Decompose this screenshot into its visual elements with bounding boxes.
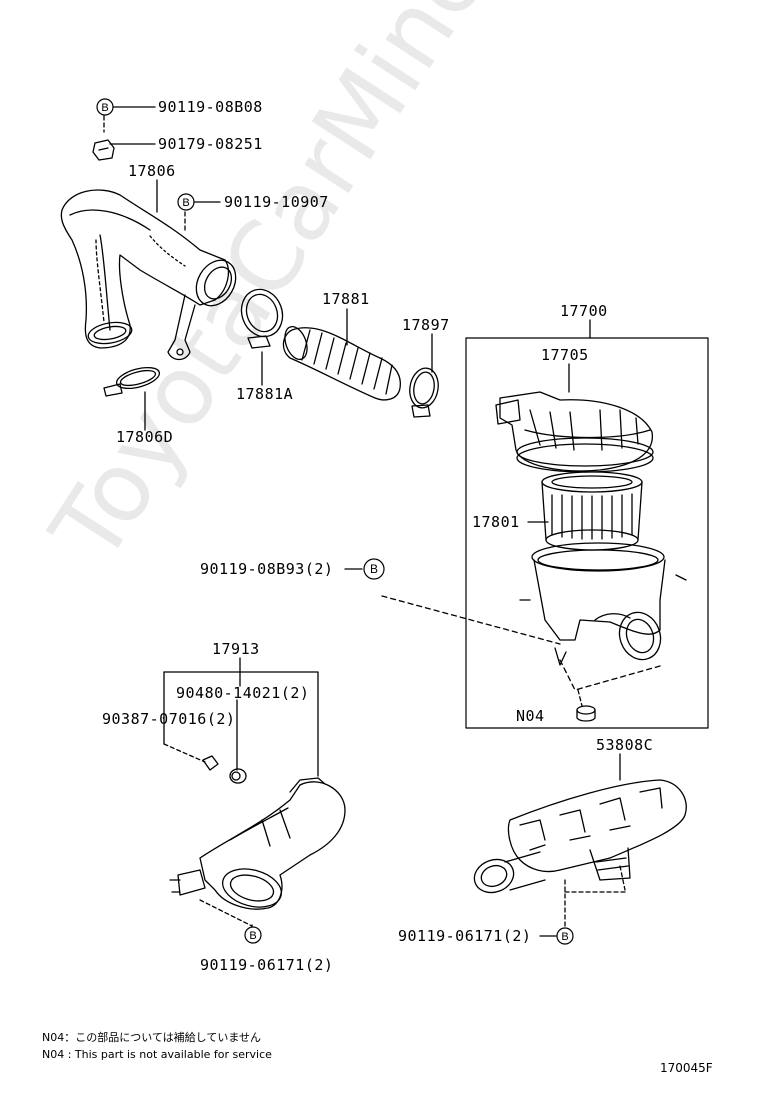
part-label-17897: 17897: [402, 316, 450, 334]
bolt-marker-b-1: B: [96, 98, 114, 116]
svg-text:B: B: [101, 102, 108, 114]
part-label-90119-08b08: 90119-08B08: [158, 98, 263, 116]
part-label-17881: 17881: [322, 290, 370, 308]
part-label-90119-08b93: 90119-08B93(2): [200, 560, 334, 578]
part-label-90119-06171-right: 90119-06171(2): [398, 927, 532, 945]
clamp-17897: [409, 367, 439, 418]
air-cleaner-cap-17705: [495, 391, 654, 473]
part-label-17801: 17801: [472, 513, 520, 531]
grommet-90480-14021: [229, 768, 247, 784]
bolt-marker-b-2: B: [177, 193, 195, 211]
part-label-n04: N04: [516, 707, 545, 725]
air-cleaner-case: [519, 542, 687, 666]
part-label-90179-08251: 90179-08251: [158, 135, 263, 153]
bolt-marker-b-5: B: [556, 927, 574, 945]
part-label-53808c: 53808C: [596, 736, 654, 754]
svg-text:B: B: [249, 930, 256, 942]
note-japanese: N04：この部品については補給していません: [42, 1031, 262, 1044]
part-label-17913: 17913: [212, 640, 260, 658]
part-label-90119-10907: 90119-10907: [224, 193, 329, 211]
nut-90179-08251: [92, 139, 115, 161]
grommet-N04: [576, 705, 596, 722]
part-label-17705: 17705: [541, 346, 589, 364]
clip-90387-07016: [202, 755, 219, 771]
bolt-marker-b-3: B: [363, 558, 385, 580]
part-label-17806d: 17806D: [116, 428, 174, 446]
svg-text:B: B: [182, 197, 189, 209]
part-label-17700: 17700: [560, 302, 608, 320]
part-label-90387-07016: 90387-07016(2): [102, 710, 236, 728]
bolt-marker-b-4: B: [244, 926, 262, 944]
part-label-17881a: 17881A: [236, 385, 294, 403]
svg-text:B: B: [561, 931, 568, 943]
intake-duct-17913: [169, 777, 346, 910]
clamp-17806D: [103, 366, 161, 397]
clamp-17881A: [240, 288, 284, 349]
svg-text:B: B: [370, 562, 378, 576]
air-filter-element-17801: [541, 471, 643, 551]
diagram-code: 170045F: [660, 1061, 713, 1075]
part-label-90480-14021: 90480-14021(2): [176, 684, 310, 702]
part-label-17806: 17806: [128, 162, 176, 180]
intake-duct-17806: [60, 189, 237, 361]
note-english: N04 : This part is not available for ser…: [42, 1048, 272, 1061]
duct-53808C: [473, 779, 687, 894]
hose-17881: [282, 326, 401, 401]
part-label-90119-06171-left: 90119-06171(2): [200, 956, 334, 974]
